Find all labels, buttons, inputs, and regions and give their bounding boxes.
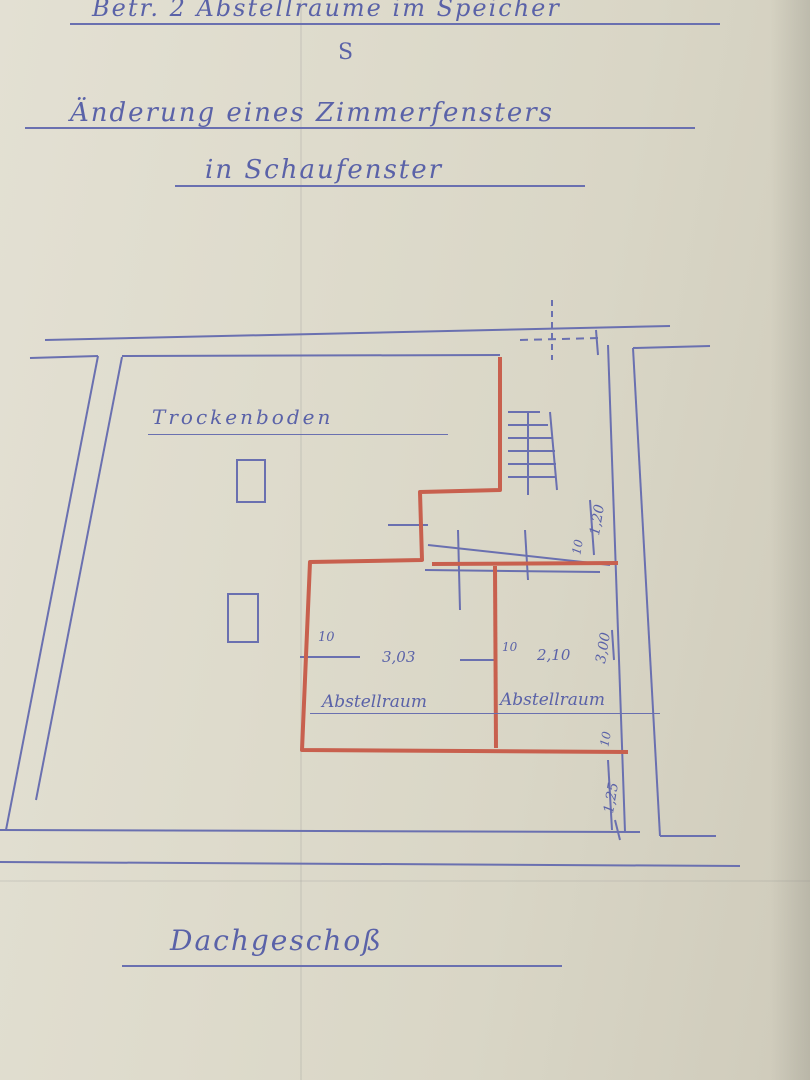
title-line-1: Änderung eines Zimmerfensters: [70, 98, 555, 128]
dim-width-right: 2,10: [537, 646, 571, 664]
floor-label: Dachgeschoß: [170, 924, 383, 957]
storage-rooms-top-wall: [431, 561, 619, 566]
storage-rooms-label-underline: [310, 713, 660, 714]
paper-fold-vertical: [300, 0, 302, 1080]
plan-left-wall-outer: [5, 355, 99, 831]
storage-room-right-label: Abstellraum: [500, 690, 605, 710]
dim-wall-left: 10: [318, 630, 335, 645]
chimney-upper: [236, 459, 266, 503]
subject-underline: [70, 23, 720, 25]
page-edge-shadow: [770, 0, 810, 1080]
plan-left-wall-inner: [35, 356, 123, 801]
chimney-lower: [227, 593, 259, 643]
dim-wall-bottom: 10: [597, 730, 614, 748]
plan-top-line: [44, 325, 671, 341]
section-letter: S: [338, 40, 356, 65]
title-line-2-underline: [175, 185, 585, 187]
plan-right-wall-outer: [632, 347, 661, 837]
storage-rooms-outline: [300, 357, 629, 754]
plan-right-wall-inner: [607, 344, 626, 833]
floor-label-underline: [122, 965, 562, 967]
storage-rooms-partition: [493, 565, 498, 749]
title-line-1-underline: [25, 127, 695, 129]
title-line-2: in Schaufenster: [205, 155, 444, 185]
paper-fold-horizontal: [0, 880, 810, 882]
drying-attic-label: Trockenboden: [152, 405, 334, 429]
dim-wall-mid: 10: [502, 640, 518, 654]
plan-bottom-line: [0, 829, 641, 833]
storage-room-left-label: Abstellraum: [322, 692, 427, 712]
dim-wall-right-top: 10: [569, 538, 586, 556]
dim-width-left: 3,03: [382, 648, 416, 666]
subject-line: Betr. 2 Abstellräume im Speicher: [92, 0, 561, 22]
drying-attic-underline: [148, 434, 448, 435]
